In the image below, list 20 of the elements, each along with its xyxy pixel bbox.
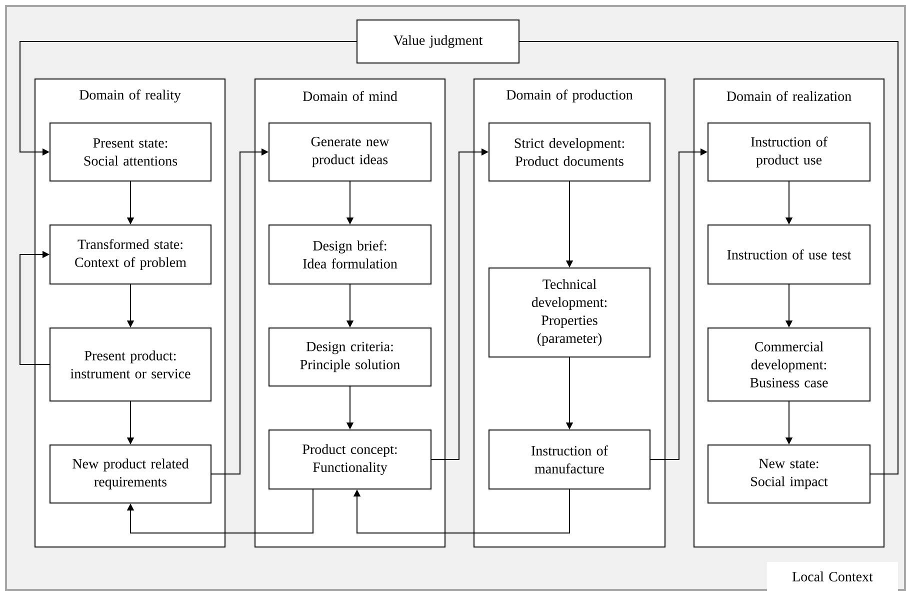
- process-box: Commercial development: Business case: [708, 328, 870, 402]
- process-box: Design criteria: Principle solution: [268, 328, 432, 386]
- process-box: Technical development: Properties (parameter): [488, 268, 650, 358]
- process-box: Strict development: Product documents: [488, 122, 650, 182]
- process-box: Generate new product ideas: [268, 122, 432, 182]
- process-box: Present product: instrument or service: [50, 328, 212, 402]
- process-box: Value judgment: [356, 20, 520, 64]
- arrow: [126, 489, 314, 534]
- process-box: Instruction of use test: [708, 224, 870, 284]
- process-box: Product concept: Functionality: [268, 430, 432, 490]
- process-box: Instruction of product use: [708, 122, 870, 182]
- context-label: Local Context: [767, 562, 898, 591]
- arrow: [20, 250, 50, 365]
- process-box: Present state: Social attentions: [50, 122, 212, 182]
- arrow: [353, 489, 570, 534]
- process-box: New product related requirements: [50, 444, 212, 504]
- process-box: Design brief: Idea formulation: [268, 224, 432, 284]
- process-box: Transformed state: Context of problem: [50, 224, 212, 284]
- process-box: New state: Social impact: [708, 444, 870, 504]
- process-box: Instruction of manufacture: [488, 430, 650, 490]
